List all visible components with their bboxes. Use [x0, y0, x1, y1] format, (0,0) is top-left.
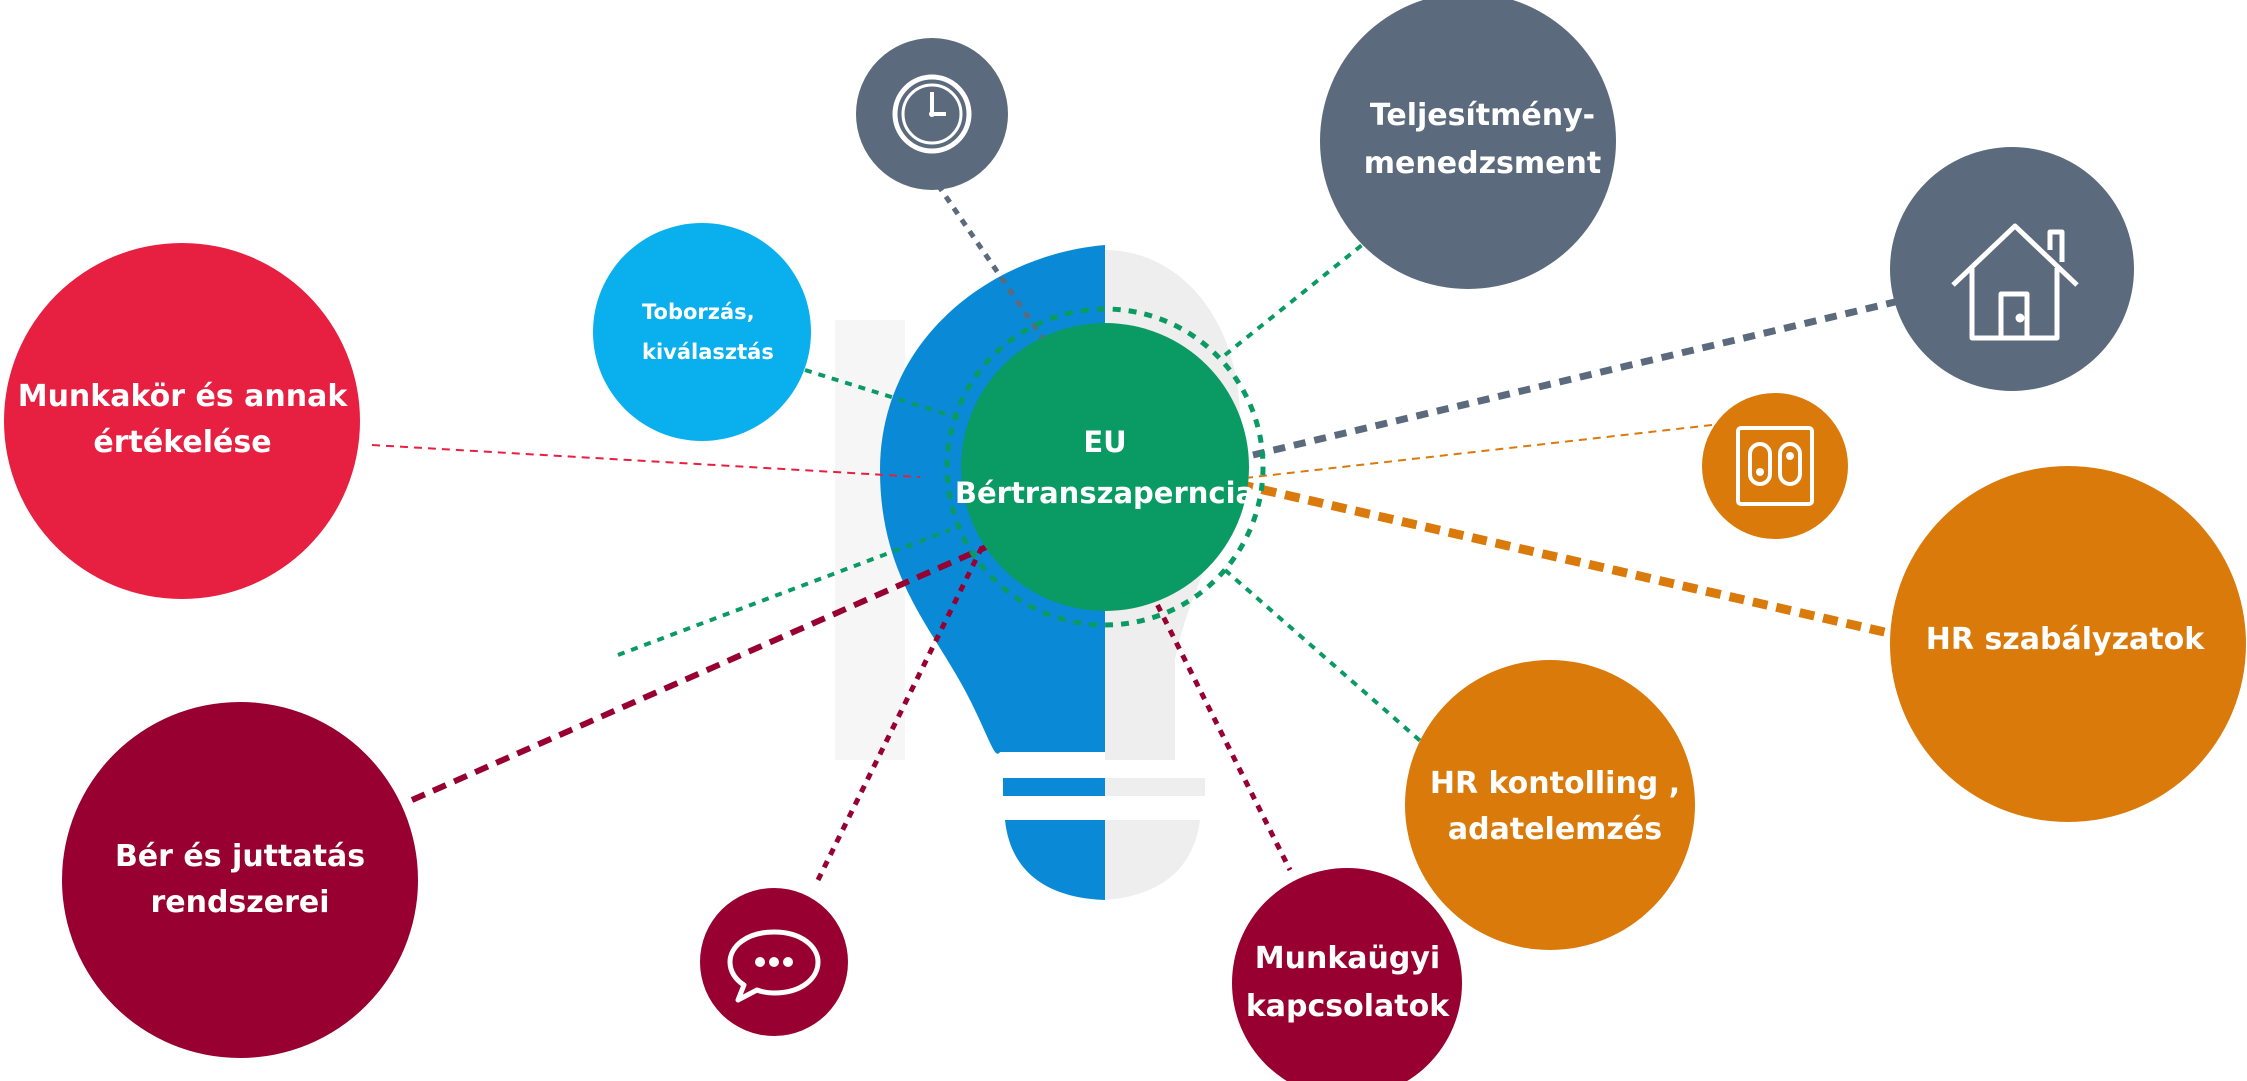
- connector-left-green: [617, 528, 951, 657]
- ber-label: Bér és juttatás rendszerei: [75, 825, 405, 935]
- munkakor-label: Munkakör és annak értékelése: [10, 360, 355, 480]
- node-hr-kontrolling: [1405, 660, 1695, 950]
- munkakor-label-line2: értékelése: [93, 425, 272, 460]
- node-toborzas: [593, 223, 811, 441]
- node-hr-szabalyzatok: [1890, 466, 2246, 822]
- center-label-line2: Bértranszaperncia: [954, 475, 1256, 510]
- node-munkaugyi: [1232, 868, 1462, 1081]
- hr-kontrolling-label: HR kontolling , adatelemzés: [1420, 752, 1690, 862]
- toborzas-label-line1: Toborzás,: [642, 299, 755, 324]
- connector-munkakor: [371, 444, 921, 478]
- chat-bubble-icon: [727, 929, 821, 1003]
- toborzas-label-line2: kiválasztás: [642, 339, 774, 364]
- ber-label-line1: Bér és juttatás: [114, 838, 366, 874]
- teljesitmeny-label-line1: Teljesítmény-: [1369, 98, 1596, 133]
- connector-hr-szabalyzatok: [1166, 463, 1895, 639]
- munkakor-label-line1: Munkakör és annak: [17, 378, 348, 414]
- switch-icon: [1736, 426, 1814, 506]
- munkaugyi-label: Munkaügyi kapcsolatok: [1245, 925, 1450, 1040]
- center-label-line1: EU: [1083, 424, 1127, 459]
- hr-kontrolling-label-line2: adatelemzés: [1447, 812, 1663, 847]
- connector-switch: [1244, 424, 1713, 479]
- hr-szabalyzatok-label-line1: HR szabályzatok: [1925, 621, 2205, 657]
- connector-chat: [815, 543, 986, 882]
- clock-icon: [892, 74, 972, 154]
- node-teljesitmeny: [1320, 0, 1616, 289]
- connector-hr-kontrolling: [1223, 568, 1427, 747]
- ber-label-line2: rendszerei: [150, 885, 330, 920]
- connector-teljesitmeny: [1223, 243, 1364, 357]
- connector-munkaugyi: [1142, 578, 1293, 872]
- node-switch: [1702, 393, 1848, 539]
- connector-ber: [410, 527, 1027, 803]
- hr-kontrolling-label-line1: HR kontolling ,: [1429, 765, 1681, 801]
- node-munkakor: [4, 243, 360, 599]
- house-icon: [1951, 223, 2079, 341]
- teljesitmeny-label: Teljesítmény- menedzsment: [1330, 85, 1635, 195]
- munkaugyi-label-line2: kapcsolatok: [1245, 988, 1450, 1024]
- teljesitmeny-label-line2: menedzsment: [1363, 146, 1602, 181]
- munkaugyi-label-line1: Munkaügyi: [1254, 940, 1441, 976]
- node-house: [1890, 147, 2134, 391]
- center-label: EU Bértranszaperncia: [955, 400, 1255, 535]
- center-ring: [944, 306, 1266, 628]
- toborzas-label: Toborzás, kiválasztás: [610, 285, 790, 380]
- connector-house: [1252, 298, 1896, 459]
- hr-szabalyzatok-label: HR szabályzatok: [1915, 610, 2215, 670]
- center-node: [961, 323, 1249, 611]
- node-ber: [62, 702, 418, 1058]
